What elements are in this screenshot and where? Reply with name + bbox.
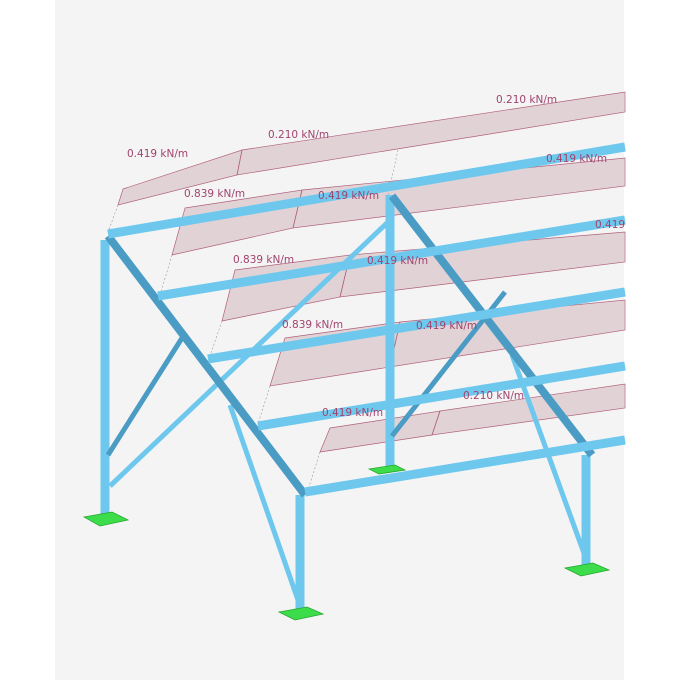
load-panels: [107, 91, 626, 491]
purlins: [107, 142, 626, 497]
load-label: 0.419 kN/m: [318, 190, 379, 202]
load-guide: [307, 451, 321, 491]
purlin[interactable]: [107, 142, 626, 239]
purlin[interactable]: [304, 435, 626, 497]
load-label: 0.839 kN/m: [184, 188, 245, 200]
purlin[interactable]: [257, 361, 626, 431]
load-labels: 0.419 kN/m 0.210 kN/m 0.210 kN/m 0.839 k…: [127, 94, 625, 419]
load-guide: [209, 320, 223, 357]
load-label: 0.419 kN/m: [367, 255, 428, 267]
purlin[interactable]: [157, 215, 626, 301]
support-plate[interactable]: [277, 606, 325, 621]
load-label: 0.419 kN/m: [127, 148, 188, 160]
support-plate[interactable]: [563, 562, 611, 577]
load-panel: [339, 231, 626, 298]
rafter[interactable]: [388, 193, 596, 458]
load-panel: [236, 91, 626, 176]
load-label: 0.839 kN/m: [282, 319, 343, 331]
rafters: [104, 193, 596, 498]
load-guide: [107, 204, 119, 233]
brace[interactable]: [105, 336, 185, 457]
supports: [82, 464, 611, 621]
load-label: 0.419 kN/m: [546, 153, 607, 165]
load-label: 0.419 kN/m: [322, 407, 383, 419]
support-plate[interactable]: [367, 464, 407, 475]
purlin[interactable]: [207, 287, 626, 364]
load-panel: [431, 383, 626, 436]
load-label: 0.419 kN/m: [416, 320, 477, 332]
support-plate[interactable]: [82, 511, 130, 527]
load-label: 0.210 kN/m: [268, 129, 329, 141]
brace[interactable]: [227, 404, 301, 601]
rafter[interactable]: [104, 233, 309, 498]
load-label: 0.210 kN/m: [496, 94, 557, 106]
load-guide: [159, 254, 173, 296]
load-label: 0.210 kN/m: [463, 390, 524, 402]
load-label: 0.419: [595, 219, 625, 231]
load-label: 0.839 kN/m: [233, 254, 294, 266]
load-guide: [257, 385, 271, 425]
